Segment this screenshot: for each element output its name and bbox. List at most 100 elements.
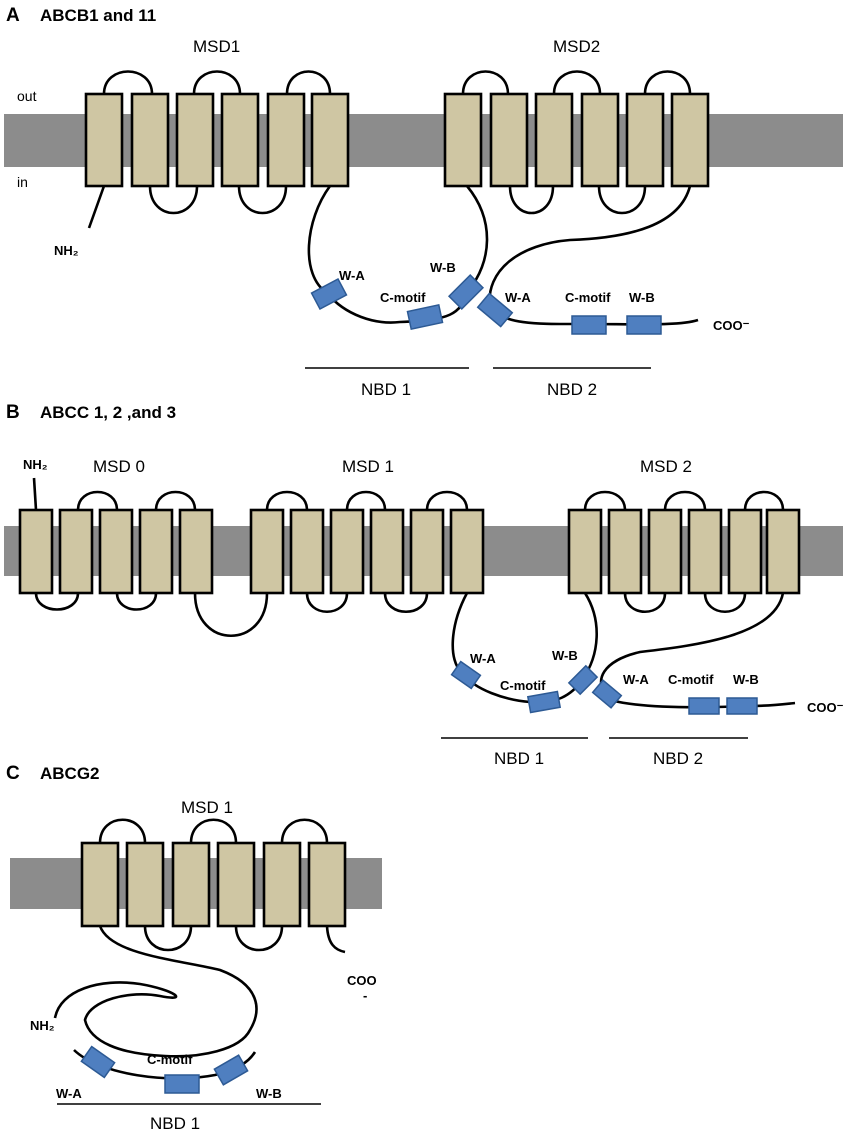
panel-b-nbd2-label: NBD 2 xyxy=(653,749,703,768)
panel-a-motifs xyxy=(310,273,662,335)
panel-b-helix xyxy=(567,508,603,595)
panel-c-nbd1-walker-b-box xyxy=(213,1054,249,1086)
panel-c-helix xyxy=(262,841,302,928)
panel-a-nbd1-w-a-label: W-A xyxy=(339,268,365,283)
panel-a-title: ABCB1 and 11 xyxy=(40,6,156,25)
panel-b-nbd1-c-motif-box xyxy=(526,690,562,714)
panel-a-nbd2-w-a-label: W-A xyxy=(505,290,531,305)
panel-b-nbd1-c-motif-label: C-motif xyxy=(500,678,546,693)
panel-b-helix xyxy=(58,508,94,595)
panel-a-helix xyxy=(220,92,260,188)
panel-c: C ABCG2 MSD 1 xyxy=(6,763,382,1133)
panel-a-nbd1-walker-a-box xyxy=(310,277,348,311)
panel-b-helix xyxy=(449,508,485,595)
panel-b-n-terminus: NH₂ xyxy=(23,457,48,472)
panel-a-nbd2-walker-a-box xyxy=(476,292,514,328)
panel-a-helix xyxy=(489,92,529,188)
panel-c-helix xyxy=(80,841,120,928)
panel-b-helix xyxy=(329,508,365,595)
panel-a-side-in-label: in xyxy=(17,174,28,190)
panel-a-nbd1-walker-b-box xyxy=(447,273,485,311)
panel-a-helix xyxy=(310,92,350,188)
panel-c-w-b-label: W-B xyxy=(256,1086,282,1101)
panel-c-title: ABCG2 xyxy=(40,764,100,783)
panel-c-w-a-label: W-A xyxy=(56,1086,82,1101)
panel-c-n-terminus: NH₂ xyxy=(30,1018,55,1033)
panel-c-helix xyxy=(125,841,165,928)
panel-b-helix xyxy=(687,508,723,595)
panel-b-nbd2-walker-b-box xyxy=(726,697,758,715)
panel-b-msd1-label: MSD 1 xyxy=(342,457,394,476)
panel-a-helices xyxy=(84,92,710,188)
panel-a-nbd2-walker-b-box xyxy=(626,315,662,335)
panel-b: B ABCC 1, 2 ,and 3 NH₂ MSD 0 MSD 1 MSD 2 xyxy=(4,402,844,768)
panel-c-helices xyxy=(80,841,347,928)
panel-b-helix xyxy=(409,508,445,595)
panel-c-c-terminus-charge: - xyxy=(363,988,367,1003)
panel-b-nbd2-w-b-label: W-B xyxy=(733,672,759,687)
panel-b-helix xyxy=(178,508,214,595)
panel-c-c-motif-label: C-motif xyxy=(147,1052,193,1067)
panel-a-c-terminus: COO⁻ xyxy=(713,318,750,333)
panel-b-nbd1-w-b-label: W-B xyxy=(552,648,578,663)
panel-b-msd2-label: MSD 2 xyxy=(640,457,692,476)
panel-a-nbd2-c-motif-box xyxy=(571,315,607,335)
panel-a-helix xyxy=(84,92,124,188)
panel-b-c-terminus: COO⁻ xyxy=(807,700,844,715)
panel-a-helix xyxy=(625,92,665,188)
panel-b-nbd2-c-motif-label: C-motif xyxy=(668,672,714,687)
panel-a-side-out-label: out xyxy=(17,88,37,104)
panel-c-msd1-label: MSD 1 xyxy=(181,798,233,817)
panel-b-helix xyxy=(138,508,174,595)
panel-c-nbd1-walker-a-box xyxy=(80,1045,116,1079)
panel-a-nbd2-label: NBD 2 xyxy=(547,380,597,399)
panel-b-helix xyxy=(727,508,763,595)
panel-c-c-terminus: COO xyxy=(347,973,377,988)
panel-a-letter: A xyxy=(6,5,20,26)
panel-a-nbd1-c-motif-box xyxy=(406,303,444,331)
panel-c-helix xyxy=(171,841,211,928)
panel-b-helix xyxy=(18,508,54,595)
panel-b-helix xyxy=(607,508,643,595)
panel-a-helix xyxy=(175,92,215,188)
panel-b-helix xyxy=(647,508,683,595)
panel-a-helix xyxy=(266,92,306,188)
panel-b-helix xyxy=(765,508,801,595)
panel-b-nbd1-w-a-label: W-A xyxy=(470,651,496,666)
panel-a-nbd1-c-motif-label: C-motif xyxy=(380,290,426,305)
panel-c-nbd1-label: NBD 1 xyxy=(150,1114,200,1133)
panel-b-title: ABCC 1, 2 ,and 3 xyxy=(40,403,176,422)
panel-a-membrane xyxy=(4,114,843,167)
panel-a-helix xyxy=(130,92,170,188)
panel-a-nbd2-c-motif-label: C-motif xyxy=(565,290,611,305)
panel-b-helix xyxy=(289,508,325,595)
panel-c-nbd1-c-motif-box xyxy=(164,1074,200,1094)
panel-b-letter: B xyxy=(6,402,20,423)
panel-a-nbd1-label: NBD 1 xyxy=(361,380,411,399)
panel-b-helix xyxy=(249,508,285,595)
panel-b-helix xyxy=(369,508,405,595)
panel-c-helix xyxy=(307,841,347,928)
panel-b-nbd1-walker-b-box xyxy=(567,664,599,696)
panel-b-nbd2-walker-a-box xyxy=(591,679,623,709)
panel-a-msd2-label: MSD2 xyxy=(553,37,600,56)
panel-b-nbd2-w-a-label: W-A xyxy=(623,672,649,687)
panel-a-helix xyxy=(534,92,574,188)
panel-a-helix xyxy=(443,92,483,188)
panel-c-motifs xyxy=(80,1045,249,1094)
panel-b-msd0-label: MSD 0 xyxy=(93,457,145,476)
panel-a-msd1-label: MSD1 xyxy=(193,37,240,56)
panel-b-motifs xyxy=(450,660,758,715)
panel-a-nbd2-w-b-label: W-B xyxy=(629,290,655,305)
panel-a-helix xyxy=(580,92,620,188)
panel-a: A ABCB1 and 11 out in MSD1 MSD2 xyxy=(4,5,843,399)
panel-b-nbd1-label: NBD 1 xyxy=(494,749,544,768)
panel-b-helix xyxy=(98,508,134,595)
panel-b-nbd2-c-motif-box xyxy=(688,697,720,715)
panel-c-helix xyxy=(216,841,256,928)
panel-c-letter: C xyxy=(6,763,20,784)
panel-a-helix xyxy=(670,92,710,188)
panel-b-nbd1-walker-a-box xyxy=(450,660,482,690)
panel-a-n-terminus: NH₂ xyxy=(54,243,79,258)
